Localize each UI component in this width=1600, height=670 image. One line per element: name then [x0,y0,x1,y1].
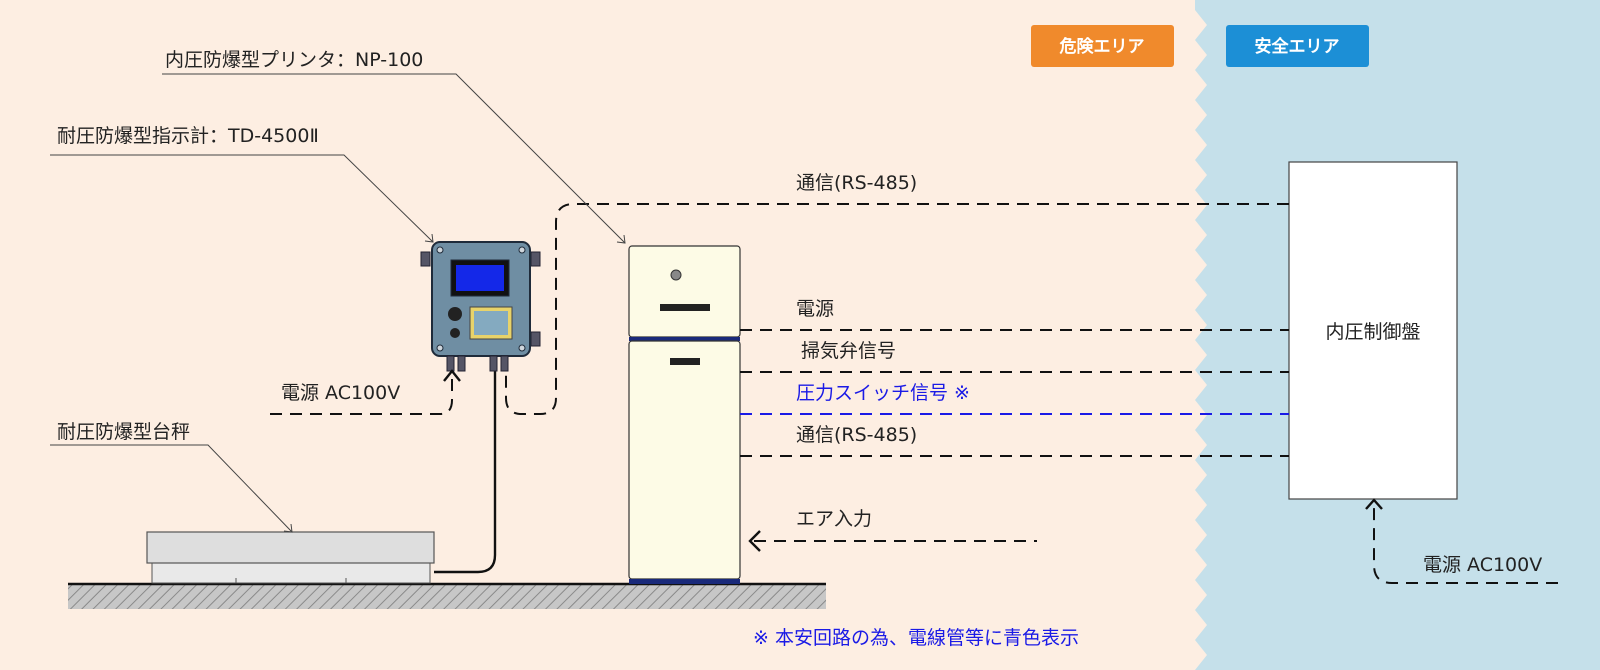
control-panel-box [1288,161,1458,500]
scale-leader [50,444,293,533]
printer-device [628,245,741,584]
floor-hatch [68,584,826,609]
scale-leader-arrow-icon [283,523,293,533]
safe-area-tag: 安全エリア [1226,25,1369,67]
bolt-icon [436,246,444,254]
printer-paper-slot [660,304,710,311]
power-line-indicator [270,378,453,415]
printer-label: 内圧防爆型プリンタ：NP-100 [165,49,423,71]
bolt-icon [518,344,526,352]
control-panel-label: 内圧制御盤 [1325,321,1420,343]
printer-leader [162,73,626,244]
danger-area-tag-box [1031,25,1174,67]
power-panel-arrow-icon [1365,498,1383,510]
indicator-hinge-right-low [530,331,541,347]
air-input-arrow-icon [748,530,761,552]
air-input-label: エア入力 [796,508,872,530]
intrinsic-safety-note: ※ 本安回路の為、電線管等に青色表示 [753,627,1079,649]
indicator-display [456,265,504,291]
comm-bottom-label: 通信(RS-485) [796,424,917,446]
scale-base [151,562,431,584]
cable-gland-icon [457,355,466,372]
printer-lower [628,340,741,580]
keypad-keys-icon [474,311,508,335]
safe-area-label: 安全エリア [1255,36,1340,57]
indicator-leader-arrow-icon [424,233,434,243]
cable-gland-icon [500,355,509,372]
printer-pressure-gauge-icon [670,269,682,281]
pressure-switch-label: 圧力スイッチ信号 ※ [796,382,970,404]
indicator-hinge-left [420,251,431,267]
power-printer-label: 電源 [796,298,834,320]
indicator-label: 耐圧防爆型指示計：TD-4500Ⅱ [57,125,319,147]
scale-label: 耐圧防爆型台秤 [57,421,190,443]
danger-area-label: 危険エリア [1059,36,1145,57]
purge-valve-label: 掃気弁信号 [801,340,896,362]
cable-gland-group [446,355,509,372]
safe-area-tag-box [1226,25,1369,67]
printer-upper [628,245,741,338]
platform-scale [146,531,435,584]
comm-top-label: 通信(RS-485) [796,172,917,194]
power-indicator-label: 電源 AC100V [281,382,400,404]
printer-base [629,579,740,584]
indicator-lamp-icon [448,307,462,321]
danger-area-tag: 危険エリア [1031,25,1174,67]
printer-handle [670,358,700,365]
comm-line-top [505,203,1289,415]
printer-trim-band [629,337,740,341]
power-indicator-arrow-icon [443,369,461,382]
power-line-panel [1373,507,1558,584]
bolt-icon [518,246,526,254]
bolt-icon [436,344,444,352]
scale-cable [434,370,497,574]
scale-platform [146,531,435,564]
indicator-hinge-right [530,251,541,267]
indicator-leader [50,154,434,243]
cable-gland-icon [446,355,455,372]
indicator-device [420,241,541,372]
power-panel-label: 電源 AC100V [1423,554,1542,576]
cable-gland-icon [489,355,498,372]
indicator-lamp-icon [450,328,460,338]
printer-leader-arrow-icon [616,234,626,244]
